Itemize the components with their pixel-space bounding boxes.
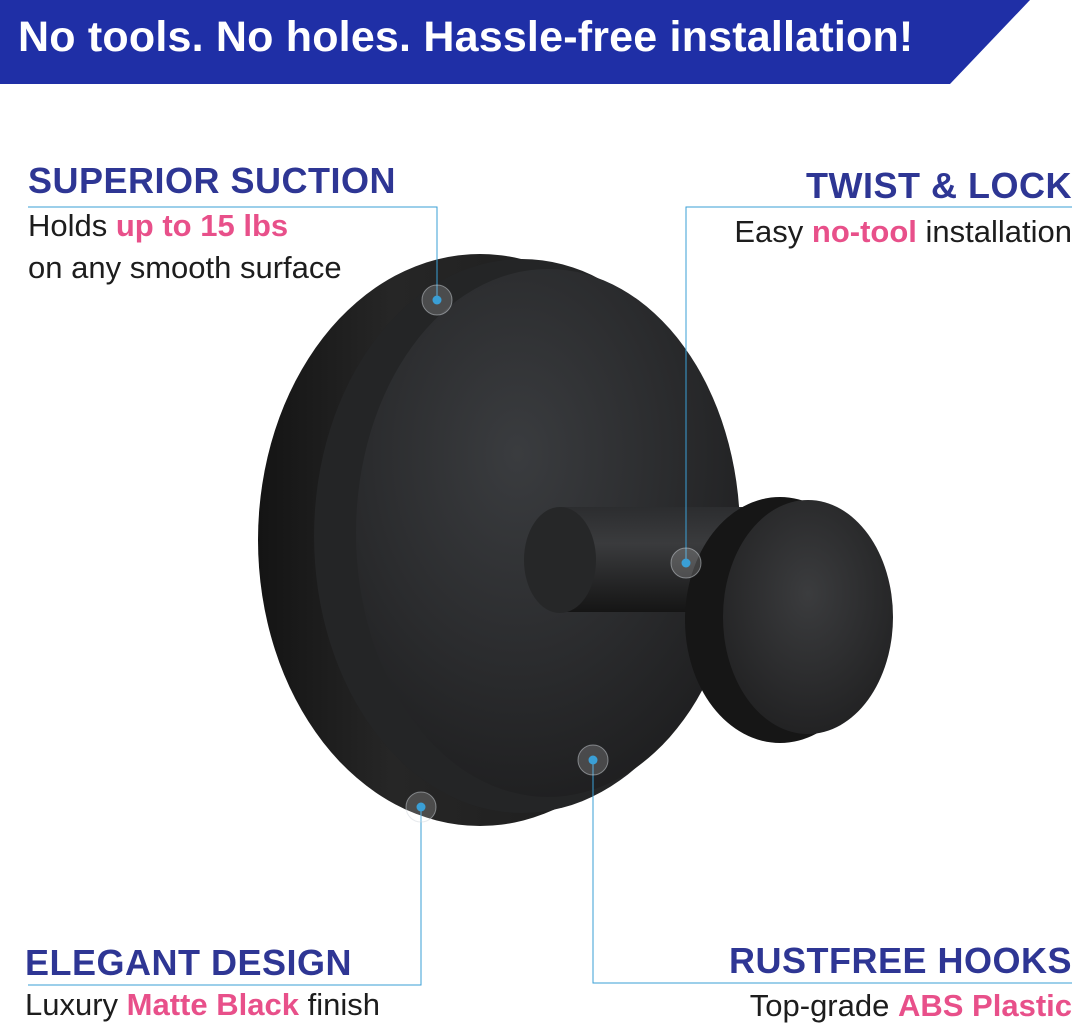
leader-twist xyxy=(685,206,1072,563)
leader-design xyxy=(28,807,422,986)
top-banner: No tools. No holes. Hassle-free installa… xyxy=(0,0,1075,86)
callout-description-line2: on any smooth surface xyxy=(28,250,342,285)
callout-heading: TWIST & LOCK xyxy=(806,165,1072,206)
desc-accent: Matte Black xyxy=(126,987,299,1022)
leader-lines xyxy=(28,206,1072,986)
callout-heading: RUSTFREE HOOKS xyxy=(728,940,1072,981)
desc-accent: up to 15 lbs xyxy=(115,208,289,243)
desc-accent: ABS Plastic xyxy=(897,988,1072,1023)
leader-rustfree xyxy=(592,760,1072,984)
stem-base-end xyxy=(524,507,596,613)
desc-text: Holds xyxy=(28,208,116,243)
desc-text: Luxury xyxy=(25,987,127,1022)
desc-text: Top-grade xyxy=(749,988,898,1023)
callout-elegant-design: ELEGANT DESIGN Luxury Matte Black finish xyxy=(25,945,380,1026)
callout-twist-lock: TWIST & LOCK Easy no-tool installation xyxy=(734,168,1072,253)
callout-description: Top-grade ABS Plastic xyxy=(729,985,1072,1027)
banner-headline: No tools. No holes. Hassle-free installa… xyxy=(18,13,914,61)
callout-description: Easy no-tool installation xyxy=(734,211,1072,253)
banner-background xyxy=(0,0,1030,84)
marker-dots xyxy=(405,284,702,823)
desc-accent: no-tool xyxy=(811,214,917,249)
desc-text: Easy xyxy=(734,214,812,249)
callout-description: Luxury Matte Black finish xyxy=(25,984,380,1026)
callout-heading: SUPERIOR SUCTION xyxy=(28,160,397,201)
leader-suction xyxy=(28,206,438,300)
desc-text: installation xyxy=(916,214,1072,249)
callout-description: Holds up to 15 lbs xyxy=(28,205,396,247)
desc-text: finish xyxy=(298,987,380,1022)
callout-heading: ELEGANT DESIGN xyxy=(25,942,353,983)
callout-superior-suction: SUPERIOR SUCTION Holds up to 15 lbs on a… xyxy=(28,163,396,289)
callout-rustfree-hooks: RUSTFREE HOOKS Top-grade ABS Plastic xyxy=(729,943,1072,1027)
hook-knob-face xyxy=(723,500,893,734)
